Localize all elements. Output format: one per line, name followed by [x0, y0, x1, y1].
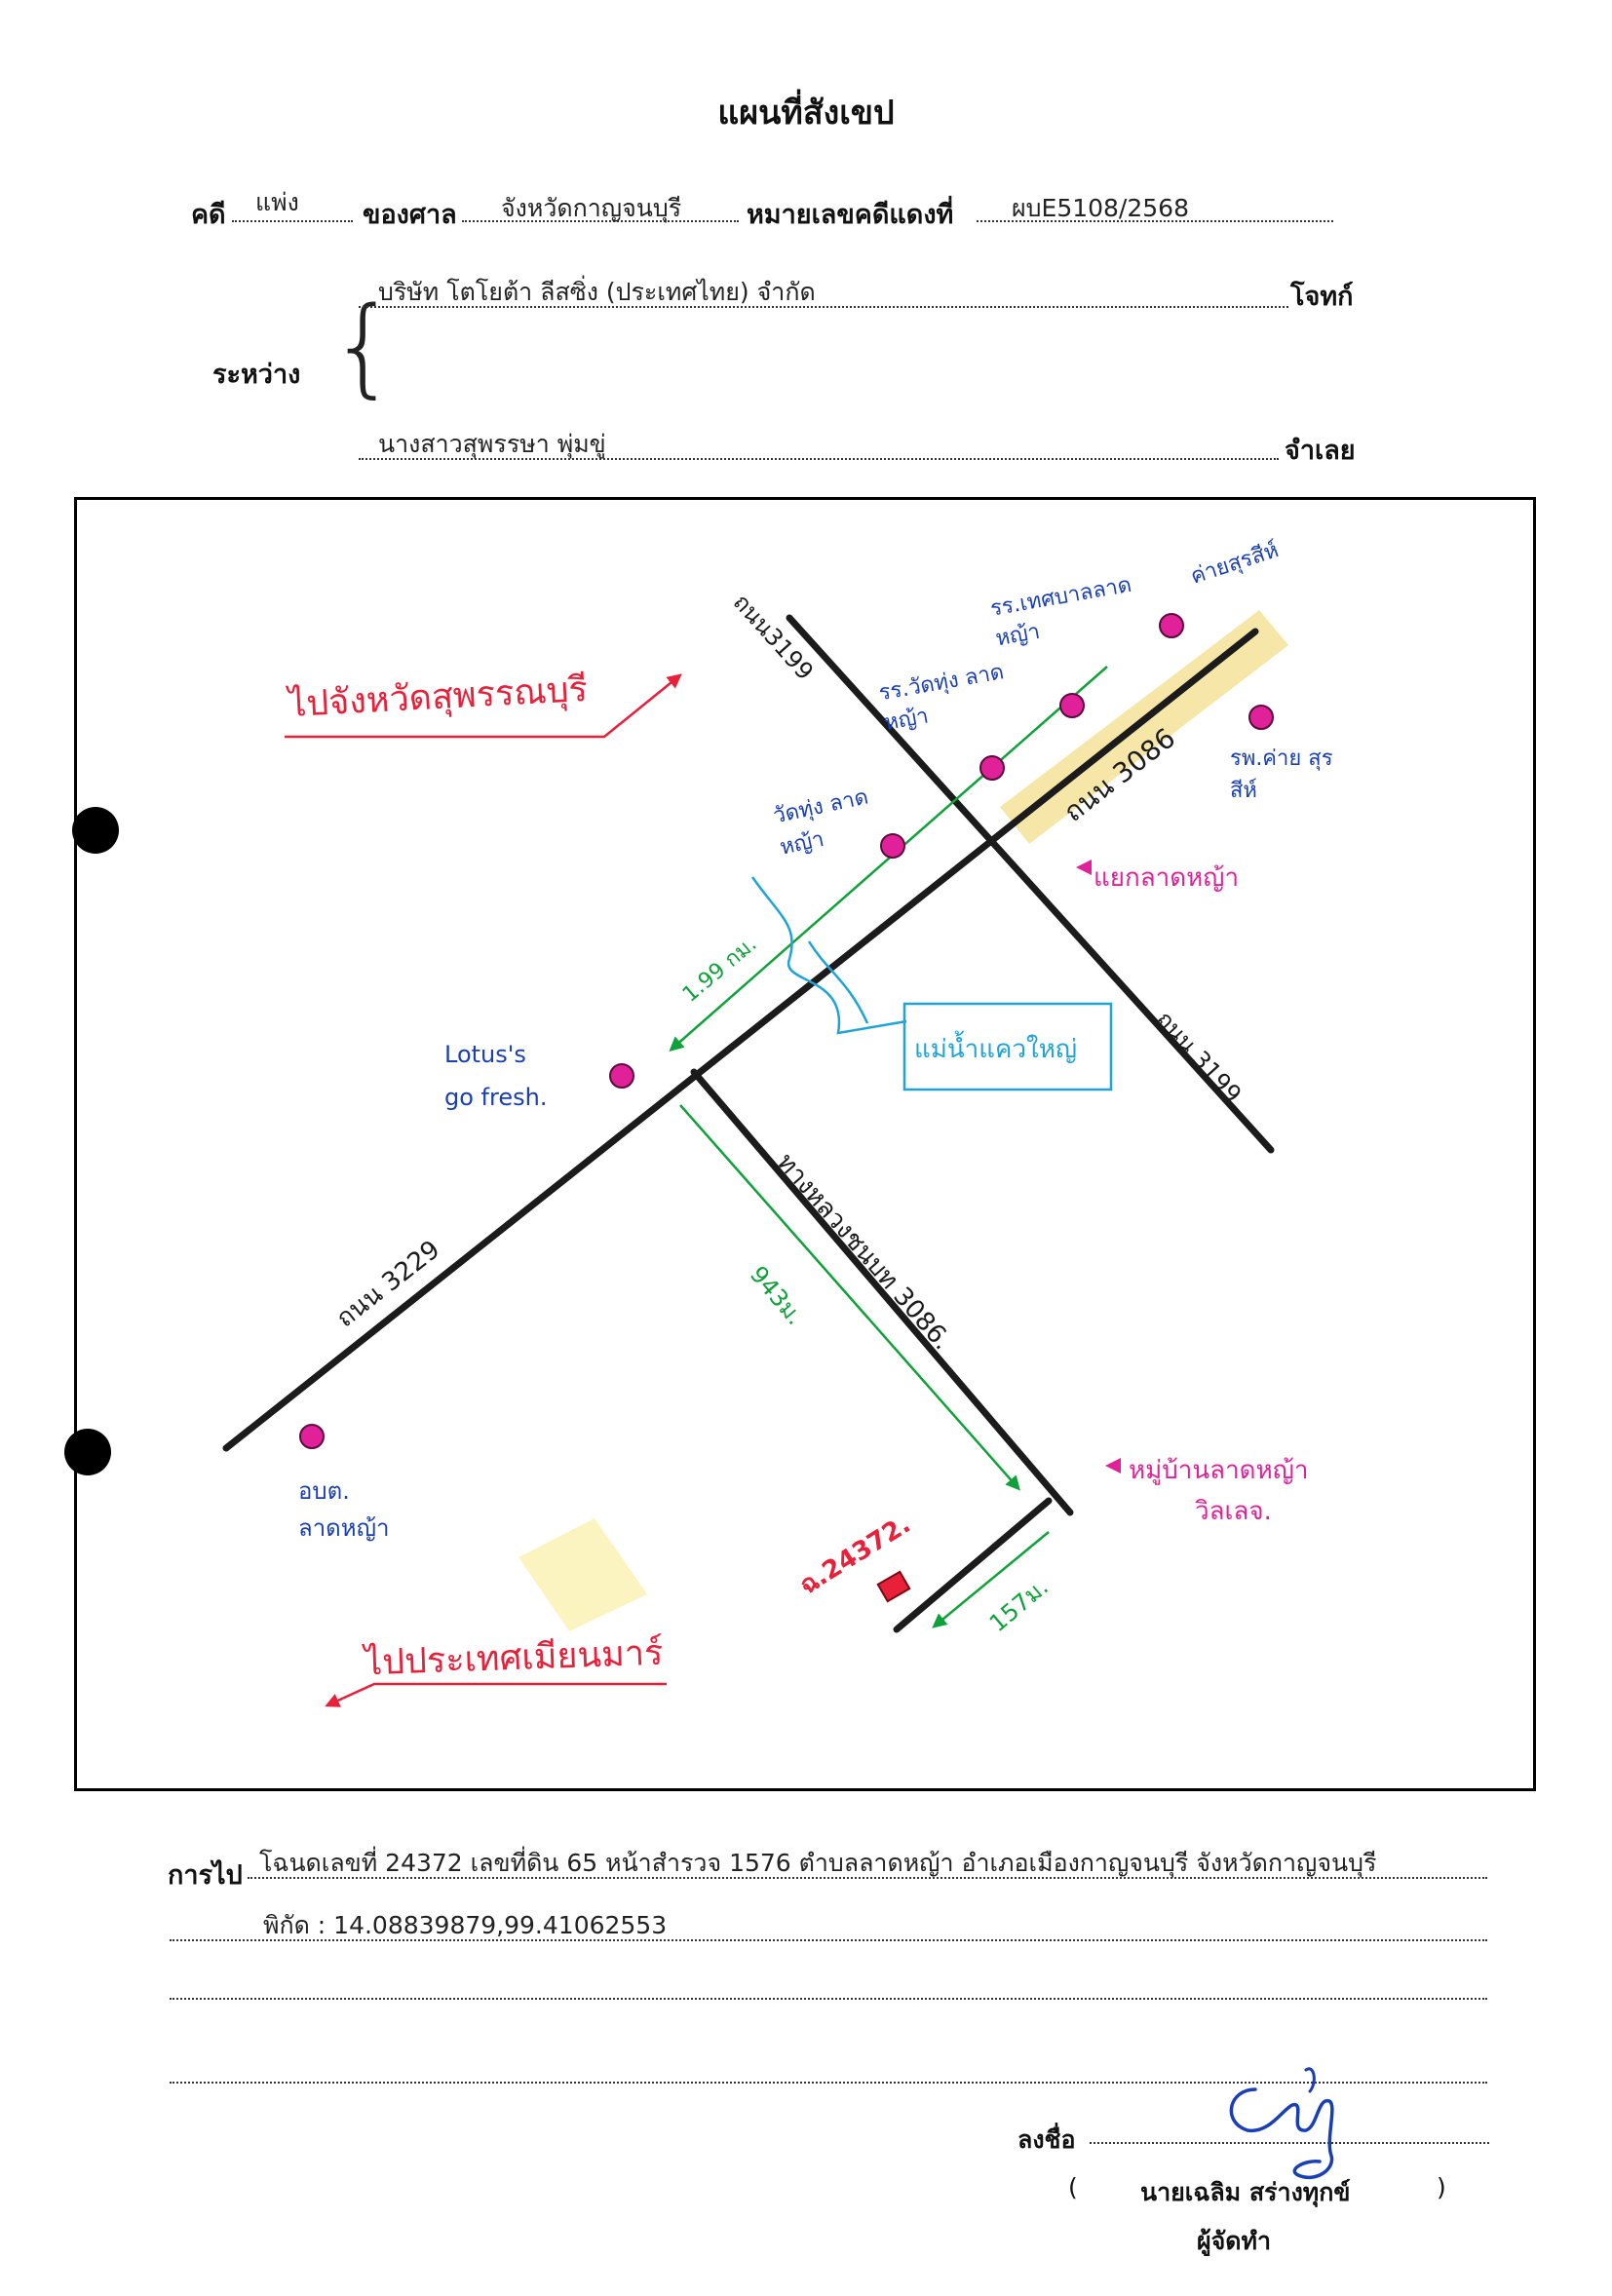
road-3229-line	[222, 628, 1259, 1452]
label-junction: แยกลาดหญ้า	[1094, 863, 1240, 893]
court-field: จังหวัดกาญจนบุรี	[462, 191, 739, 222]
label-lotus-line1: Lotus's	[444, 1041, 526, 1068]
directions-line-2: พิกัด : 14.08839879,99.41062553	[170, 1910, 1487, 1941]
arrow-to-suphanburi	[285, 673, 682, 739]
binder-hole-bottom	[64, 1429, 111, 1475]
distance-arrow-3	[932, 1531, 1050, 1628]
marker-hospital	[1248, 705, 1274, 730]
red-case-field: ผบE5108/2568	[977, 191, 1333, 222]
parcel-marker	[518, 1518, 911, 1631]
arrow-to-myanmar	[325, 1682, 667, 1707]
marker-obt	[299, 1424, 325, 1449]
directions-text-1: โฉนดเลขที่ 24372 เลขที่ดิน 65 หน้าสำรวจ …	[259, 1849, 1377, 1877]
label-village-line2: วิลเลจ.	[1195, 1497, 1272, 1526]
marker-wat-thung-ladya	[979, 755, 1005, 781]
distance-arrow-2	[679, 1104, 1020, 1491]
label-hospital: รพ.ค่าย สุรสีห์	[1230, 746, 1333, 803]
brace-symbol: {	[329, 284, 398, 408]
plaintiff-label: โจทก์	[1290, 282, 1354, 312]
river-label-box	[902, 1002, 1113, 1091]
road-3199-line	[786, 614, 1275, 1154]
preparer-role: ผู้จัดทำ	[1197, 2227, 1272, 2255]
label-lotus-line2: go fresh.	[444, 1084, 548, 1111]
directions-text-2: พิกัด : 14.08839879,99.41062553	[263, 1911, 668, 1939]
defendant-field: นางสาวสุพรรษา พุ่มขู่	[359, 429, 1279, 460]
parcel-access-line	[893, 1497, 1053, 1633]
case-type-field: แพ่ง	[232, 188, 353, 222]
directions-line-3	[170, 1978, 1487, 2000]
handwritten-signature	[1229, 2067, 1334, 2179]
case-type-value: แพ่ง	[255, 188, 299, 216]
court-value: จังหวัดกาญจนบุรี	[501, 194, 682, 222]
court-label: ของศาล	[363, 200, 457, 230]
marker-lotus	[609, 1063, 634, 1089]
label-obt-line1: อบต.	[298, 1477, 350, 1505]
marker-wat-thung	[880, 833, 905, 859]
preparer-name: นายเฉลิม สร่างทุกข์	[1140, 2178, 1351, 2206]
sign-label: ลงชื่อ	[1017, 2125, 1076, 2154]
open-paren: (	[1068, 2173, 1078, 2201]
label-village-line1: หมู่บ้านลาดหญ้า	[1129, 1456, 1309, 1485]
signature-line	[1090, 2123, 1489, 2144]
landmark-markers	[299, 613, 1274, 1449]
red-case-label: หมายเลขคดีแดงที่	[747, 200, 954, 230]
close-paren: )	[1437, 2173, 1446, 2201]
defendant-label: จำเลย	[1285, 436, 1356, 466]
label-to-myanmar: ไปประเทศเมียนมาร์	[364, 1632, 665, 1684]
defendant-value: นางสาวสุพรรษา พุ่มขู่	[378, 430, 606, 458]
between-label: ระหว่าง	[212, 360, 301, 390]
river-symbol	[750, 876, 1113, 1091]
label-obt-line2: ลาดหญ้า	[298, 1514, 390, 1542]
binder-hole-top	[72, 807, 119, 854]
marker-school-thesaban	[1159, 613, 1184, 638]
road-3086-highlight	[1000, 610, 1288, 844]
case-label: คดี	[191, 200, 226, 230]
direction-arrows	[285, 673, 682, 1707]
rural-road-line	[690, 1068, 1074, 1516]
plaintiff-field: บริษัท โตโยต้า ลีสซิ่ง (ประเทศไทย) จำกัด	[359, 277, 1288, 308]
directions-line-1: โฉนดเลขที่ 24372 เลขที่ดิน 65 หน้าสำรวจ …	[248, 1848, 1487, 1879]
plaintiff-value: บริษัท โตโยต้า ลีสซิ่ง (ประเทศไทย) จำกัด	[378, 278, 816, 306]
roads	[222, 614, 1275, 1633]
page-title: แผนที่สังเขป	[717, 94, 895, 133]
pointer-triangles	[1076, 860, 1121, 1473]
marker-school-wat-thung	[1059, 693, 1085, 718]
directions-label: การไป	[168, 1860, 243, 1891]
map-frame	[74, 497, 1536, 1791]
label-river: แม่น้ำแควใหญ่	[914, 1035, 1078, 1064]
red-case-value: ผบE5108/2568	[1012, 194, 1189, 222]
directions-line-4	[170, 2062, 1487, 2084]
